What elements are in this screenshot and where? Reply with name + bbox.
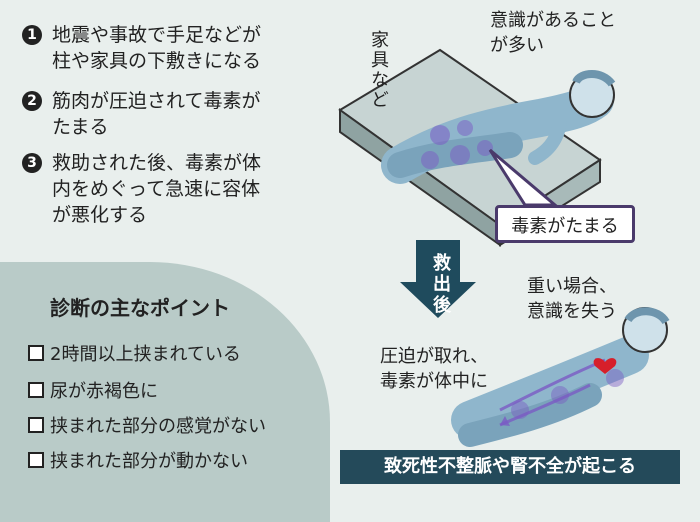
step-text: 地震や事故で手足などが 柱や家具の下敷きになる	[52, 24, 262, 72]
pinned-person-illustration	[338, 48, 616, 247]
checklist-item: 挟まれた部分が動かない	[28, 451, 248, 473]
checklist-text: 尿が赤褐色に	[50, 381, 158, 402]
toxin-callout: 毒素がたまる	[495, 205, 635, 243]
step-3: 3 救助された後、毒素が体 内をめぐって急速に容体 が悪化する	[22, 150, 261, 228]
furniture-label: 家具など	[368, 30, 389, 110]
checkbox-icon	[28, 382, 44, 398]
down-arrow-icon	[400, 240, 476, 318]
step-text: 筋肉が圧迫されて毒素が たまる	[52, 90, 261, 138]
released-person-illustration	[451, 307, 670, 447]
checklist-text: 挟まれた部分が動かない	[50, 451, 248, 472]
diagnosis-title: 診断の主なポイント	[50, 296, 230, 320]
checkbox-icon	[28, 417, 44, 433]
after-rescue-label: 救出後	[430, 253, 451, 316]
checklist-text: 挟まれた部分の感覚がない	[50, 416, 266, 437]
conscious-label: 意識があること が多い	[490, 10, 616, 56]
step-number: 1	[22, 25, 42, 45]
outcome-banner: 致死性不整脈や腎不全が起こる	[340, 450, 680, 484]
serious-label: 重い場合、 意識を失う	[527, 276, 617, 322]
heart-icon	[593, 358, 617, 374]
step-number: 3	[22, 153, 42, 173]
checklist-item: 2時間以上挟まれている	[28, 344, 241, 366]
step-number: 2	[22, 91, 42, 111]
step-1: 1 地震や事故で手足などが 柱や家具の下敷きになる	[22, 22, 261, 74]
checklist-text: 2時間以上挟まれている	[50, 344, 241, 365]
released-label: 圧迫が取れ、 毒素が体中に	[380, 346, 489, 392]
checkbox-icon	[28, 452, 44, 468]
checkbox-icon	[28, 345, 44, 361]
checklist-item: 尿が赤褐色に	[28, 381, 158, 403]
checklist-item: 挟まれた部分の感覚がない	[28, 416, 266, 438]
step-2: 2 筋肉が圧迫されて毒素が たまる	[22, 88, 260, 140]
step-text: 救助された後、毒素が体 内をめぐって急速に容体 が悪化する	[52, 152, 262, 226]
